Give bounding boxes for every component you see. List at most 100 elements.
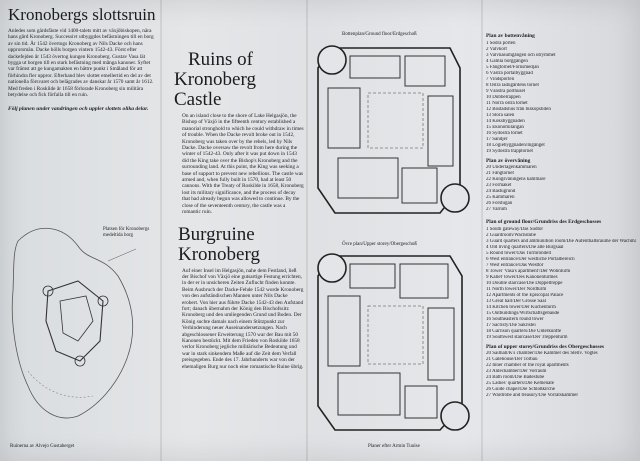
legend-item: 17 Sandjer	[486, 136, 508, 142]
legend-item: 11 North tower/Der Nordturm	[486, 286, 547, 292]
german-title: Burgruine Kronoberg	[178, 223, 260, 265]
fold-line	[481, 0, 483, 461]
tower-icon	[74, 355, 86, 367]
courtyard-outline	[367, 92, 424, 149]
room-outline	[404, 55, 446, 87]
ground-floor-label: Bottenplan/Ground floor/Erdgeschoß	[342, 32, 417, 37]
legend-heading-sv-ground: Plan av bottenvåning	[486, 33, 535, 39]
english-title-line1: Ruins of	[188, 50, 253, 70]
swedish-body: Anledes som gärdsfäste vid 1400-talets m…	[8, 28, 154, 99]
legend-item: 14 Köksbyggnaden	[486, 118, 525, 124]
room-outline	[427, 95, 454, 167]
room-outline	[427, 307, 455, 381]
room-outline	[327, 295, 361, 367]
legend-item: 12 Apartments of the Episcopal Palace	[486, 292, 564, 298]
callout-line	[107, 248, 137, 262]
ground-floor-plan	[317, 45, 470, 214]
upper-floor-plan	[317, 253, 470, 431]
legend-item: 8 Östra ladugårdens tornet	[486, 82, 539, 88]
legend-item: 9 Kallet' tower/Des Kanonenturmes	[486, 274, 558, 280]
legend-item: 23 Förmaket	[486, 183, 512, 189]
panel-floor-plans: Bottenplan/Ground floor/Erdgeschoß Övre …	[310, 4, 480, 458]
legend-item: 1 South gateway/Das Südtor	[486, 226, 544, 232]
legend-item: 27 Valrum	[486, 207, 507, 213]
tower-icon	[42, 285, 54, 297]
legend-item: 19 Sydöstra trapptornet	[486, 148, 533, 154]
english-body: On an island close to the shore of Lake …	[182, 113, 304, 216]
panel-swedish: Kronobergs slottsruin Anledes som gärdsf…	[8, 6, 158, 458]
legend-item: 27 Wardrobe and treasury/Die Vorratskamm…	[486, 393, 579, 399]
legend-item: 11 Norra östra tornet	[486, 100, 528, 106]
room-outline	[337, 157, 399, 199]
legend-item: 5 Round tower/Das Turmrondell	[486, 250, 552, 256]
legend-item: 19 Southwest staircase/Der Treppenturm	[486, 334, 568, 340]
swedish-title: Kronobergs slottsruin	[8, 6, 156, 24]
legend-item: 16 Southeastern round tower	[486, 316, 544, 322]
legend-heading-en-ground: Plan of ground floor/Grundriss des Erdge…	[486, 219, 602, 226]
fold-line	[306, 0, 308, 461]
legend-item: 4 Old living quarters/Die alte Burgsaal	[486, 244, 564, 250]
legend-item: 23 Antechamber/Der Vorraum	[486, 369, 547, 375]
legend-item: 26 Förstugan	[486, 201, 513, 207]
legend-item: 22 Inner chamber of the royal apartments	[486, 363, 569, 369]
legend-item: 18 Garrison quarters/Die Unterkünfte	[486, 328, 562, 334]
site-map-drawing	[11, 227, 137, 419]
legend-item: 14 Kitchen tower/Der Küchenturm	[486, 304, 556, 310]
legend-item: 10 Double staircase/Die Doppeltreppe	[486, 280, 563, 286]
legend-item: 3 Valvnäsumgången och utrymmet	[486, 52, 556, 58]
room-outline	[349, 263, 396, 289]
english-title-line2: Kronoberg Castle	[174, 69, 256, 110]
panel-english-german: Ruins of Kronoberg Castle On an island c…	[166, 50, 304, 458]
legend-item: 6 West entrance/Der westliche Portalbere…	[486, 256, 575, 262]
map-credit: Ruinerna av Alvejo Gustaberget	[10, 444, 75, 449]
site-map: Platsen för Kronobergs medeltida borg Ru…	[8, 201, 158, 456]
legend-item: 17 Sacristy/Die Sakristei	[486, 322, 536, 328]
room-outline	[349, 55, 401, 79]
castle-walls	[45, 280, 104, 362]
legend-item: 15 Ekonomilängan	[486, 124, 524, 130]
map-caption: Platsen för Kronobergs medeltida borg	[103, 227, 150, 238]
legend-item: 20 Sailhall/K's chamber/Die Kammer des S…	[486, 351, 598, 357]
tower-icon	[97, 295, 109, 307]
legend-item: 18 Logiebyggnaden/Ingånget	[486, 142, 545, 148]
plan-credit: Planer efter Armin Tuulse	[368, 444, 420, 449]
legend-item: 3 Guard quarters and ammunition room/Die…	[486, 238, 636, 244]
legend-item: 25 Kammaren	[486, 195, 515, 201]
legend-item: 10 Dubbelrappen	[486, 94, 521, 100]
legend-list-en-upper: 20 Sailhall/K's chamber/Die Kammer des S…	[486, 351, 636, 399]
legend-item: 8 Tower 'Vasa's apartment'/Der Wohnturm	[486, 268, 571, 274]
inner-courtyard	[59, 295, 94, 342]
legend-item: 6 Västra portalbyggnad	[486, 70, 533, 76]
legend-item: 21 Gatehouse/Der Torbau	[486, 357, 538, 363]
legend-item: 4 Gamla borggången	[486, 58, 528, 64]
island-outline	[11, 227, 134, 419]
legend-item: 1 Södra porten	[486, 40, 516, 46]
legend-item: 24 Bath room/Die Badestube	[486, 375, 545, 381]
legend-item: 16 Sydöstra tornet	[486, 130, 523, 136]
room-outline	[404, 385, 438, 419]
round-tower-icon	[440, 401, 470, 431]
room-outline	[327, 87, 361, 149]
legend-item: 21 Fångtornet	[486, 171, 514, 177]
legend-item: 13 Great hall/Der Grosse Saal	[486, 298, 546, 304]
courtyard-outline	[367, 305, 424, 365]
round-tower-icon	[317, 253, 347, 283]
fold-line	[160, 0, 162, 461]
legend-item: 25 Ladies' quarters/Die Kemenate	[486, 381, 554, 387]
room-outline	[401, 167, 438, 204]
outer-wall	[317, 47, 461, 214]
legend-item: 24 Bastugrund	[486, 189, 516, 195]
room-outline	[337, 372, 401, 416]
legend-item: 22 Kungsvåningens kammare	[486, 177, 546, 183]
legend-item: 7 West entrance/Das Westtor	[486, 262, 544, 268]
legend-item: 7 Vindsporten	[486, 76, 515, 82]
legend-item: 26 Guide chapel/Die Schloßkirche	[486, 387, 556, 393]
room-outline	[399, 263, 449, 299]
legend-item: 20 Underlägenkammaren	[486, 165, 537, 171]
legend-item: 2 Valvkort	[486, 46, 507, 52]
